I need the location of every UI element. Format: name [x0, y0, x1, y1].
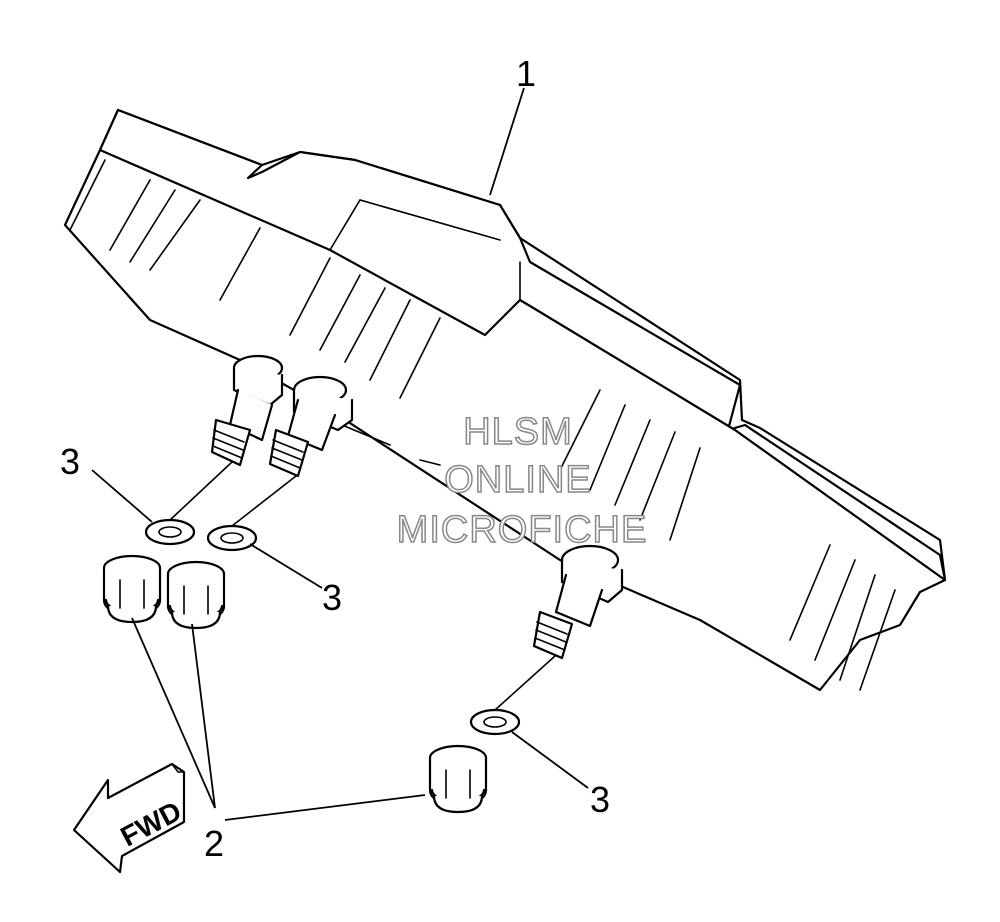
meter-housing: [63, 108, 947, 692]
leader-lines: [91, 87, 589, 821]
cap-nut-center: [166, 560, 226, 630]
center-stud-boss: [268, 375, 354, 478]
watermark-line-3: MICROFICHE: [397, 509, 648, 551]
callout-3-left: 3: [60, 441, 80, 482]
left-stud-boss: [210, 354, 284, 467]
cap-nut-left: [102, 554, 162, 624]
callout-3-center: 3: [322, 577, 342, 618]
assembly-axis-lines: [169, 461, 556, 711]
watermark: HLSM ONLINE MICROFICHE: [396, 410, 648, 552]
watermark-line-2: ONLINE: [444, 459, 591, 501]
callout-1: 1: [516, 53, 536, 94]
washer-left: [144, 518, 196, 546]
right-stud-boss: [532, 544, 624, 660]
cap-nut-right: [428, 744, 488, 814]
callout-2: 2: [204, 823, 224, 864]
callout-3-right: 3: [590, 779, 610, 820]
washer-right: [469, 708, 521, 736]
fwd-arrow-icon: FWD: [72, 762, 186, 874]
watermark-line-1: HLSM: [463, 411, 573, 453]
washer-center: [206, 524, 258, 552]
